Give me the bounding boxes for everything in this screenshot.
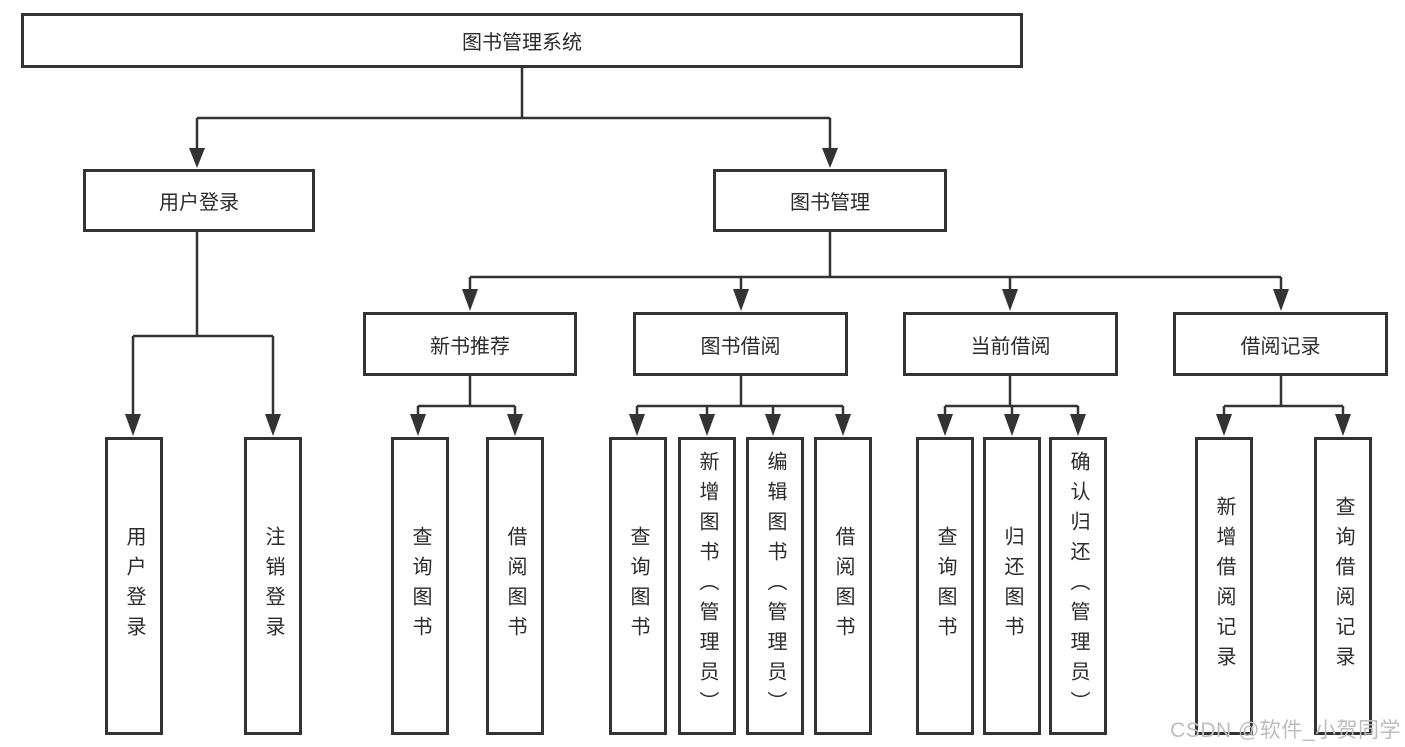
node-label: 图书管理 <box>790 192 870 214</box>
node-label: 借阅图书 <box>504 526 526 646</box>
node-label: 新增图书（管理员） <box>696 451 718 721</box>
arrow-down-icon <box>835 414 851 436</box>
connector-user-login-to-children <box>125 232 281 436</box>
node-label: 图书借阅 <box>700 335 781 358</box>
node-label: 借阅图书 <box>832 526 854 646</box>
arrow-down-icon <box>410 414 426 436</box>
leaf-borrow-edit-books-admin: 编辑图书（管理员） <box>746 437 804 735</box>
leaf-borrow-add-books-admin: 新增图书（管理员） <box>678 437 736 735</box>
leaf-current-return-books: 归还图书 <box>983 437 1041 735</box>
connector-root-to-level2 <box>189 68 838 168</box>
arrow-down-icon <box>699 414 715 436</box>
node-label: 新增借阅记录 <box>1213 496 1235 676</box>
arrow-down-icon <box>1335 414 1351 436</box>
node-label: 编辑图书（管理员） <box>764 451 786 721</box>
leaf-current-confirm-return-admin: 确认归还（管理员） <box>1049 437 1107 735</box>
node-label: 归还图书 <box>1001 526 1023 646</box>
node-label: 当前借阅 <box>970 335 1051 358</box>
node-label: 确认归还（管理员） <box>1067 451 1089 721</box>
leaf-recommend-borrow-books: 借阅图书 <box>486 437 544 735</box>
leaf-borrow-query-books: 查询图书 <box>609 437 667 735</box>
connector-book-management-to-children <box>462 232 1289 311</box>
node-current-borrow: 当前借阅 <box>903 312 1118 376</box>
leaf-records-query-borrow-record: 查询借阅记录 <box>1314 437 1372 735</box>
node-library-management-system: 图书管理系统 <box>21 13 1023 68</box>
leaf-current-query-books: 查询图书 <box>916 437 974 735</box>
arrow-down-icon <box>1004 414 1020 436</box>
arrow-down-icon <box>462 289 478 311</box>
arrow-down-icon <box>125 414 141 436</box>
node-label: 查询借阅记录 <box>1332 496 1354 676</box>
arrow-down-icon <box>507 414 523 436</box>
node-new-book-recommend: 新书推荐 <box>363 312 577 376</box>
node-label: 用户登录 <box>123 526 145 646</box>
node-user-login: 用户登录 <box>83 169 315 232</box>
csdn-watermark: CSDN @软件_小贺同学 <box>1170 719 1401 742</box>
arrow-down-icon <box>629 414 645 436</box>
connector-new-book-recommend-to-children <box>410 376 523 436</box>
leaf-borrow-borrow-books: 借阅图书 <box>814 437 872 735</box>
arrow-down-icon <box>765 414 781 436</box>
arrow-down-icon <box>937 414 953 436</box>
arrow-down-icon <box>1002 289 1018 311</box>
arrow-down-icon <box>733 289 749 311</box>
node-book-borrow: 图书借阅 <box>633 312 848 376</box>
node-label: 查询图书 <box>934 526 956 646</box>
arrow-down-icon <box>189 148 205 168</box>
arrow-down-icon <box>265 414 281 436</box>
arrow-down-icon <box>1216 414 1232 436</box>
leaf-records-add-borrow-record: 新增借阅记录 <box>1195 437 1253 735</box>
arrow-down-icon <box>1273 289 1289 311</box>
connector-book-borrow-to-children <box>629 376 851 436</box>
node-label: 用户登录 <box>159 192 239 214</box>
node-label: 新书推荐 <box>430 335 510 358</box>
connector-current-borrow-to-children <box>937 376 1086 436</box>
leaf-user-login: 用户登录 <box>105 437 163 735</box>
node-label: 图书管理系统 <box>462 32 582 54</box>
connector-borrow-records-to-children <box>1216 376 1351 436</box>
node-label: 查询图书 <box>627 526 649 646</box>
node-label: 注销登录 <box>262 526 284 646</box>
arrow-down-icon <box>1070 414 1086 436</box>
node-label: 借阅记录 <box>1240 335 1321 358</box>
node-label: 查询图书 <box>409 526 431 646</box>
arrow-down-icon <box>822 148 838 168</box>
leaf-recommend-query-books: 查询图书 <box>391 437 449 735</box>
node-borrow-records: 借阅记录 <box>1173 312 1388 376</box>
leaf-logout: 注销登录 <box>244 437 302 735</box>
node-book-management: 图书管理 <box>713 169 947 232</box>
